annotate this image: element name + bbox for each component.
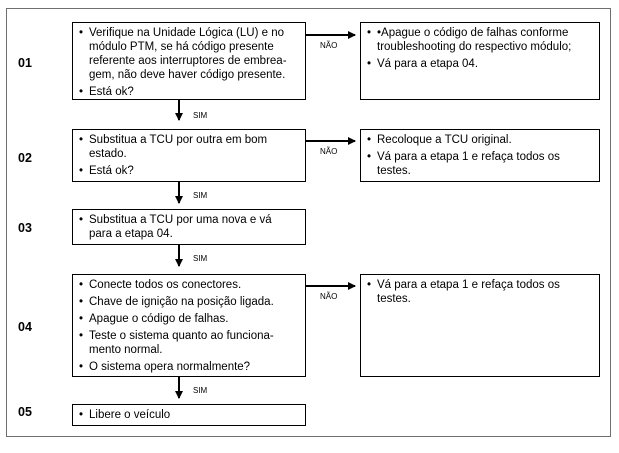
line: Apague o código de falhas. (89, 313, 229, 325)
nao-item: • Vá para a etapa 04. (367, 57, 593, 71)
bullet: • (79, 296, 84, 308)
step-02-box: • Substitua a TCU por outra em bom estado.… (72, 129, 306, 182)
nao-label: NÃO (320, 41, 338, 50)
step-04-item: • Conecte todos os conectores. (79, 278, 299, 292)
step-04-item: • Apague o código de falhas. (79, 312, 299, 326)
step-04-item: • O sistema opera normalmente? (79, 360, 299, 374)
line: módulo PTM, se há código presente (89, 41, 274, 53)
bullet: • (367, 134, 372, 146)
nao-item: • •Apague o código de falhas conforme trou… (367, 26, 593, 54)
step-04-box: • Conecte todos os conectores. • Chave de … (72, 274, 306, 377)
line: mento normal. (89, 344, 163, 356)
step-02-item: • Substitua a TCU por outra em bom estado. (79, 133, 299, 161)
nao-item: • Recoloque a TCU original. (367, 133, 593, 147)
bullet: • (79, 409, 84, 421)
step-number-01: 01 (18, 56, 32, 70)
line: estado. (89, 148, 127, 160)
line: •Apague o código de falhas conforme (377, 27, 569, 39)
step-05-item: • Libere o veículo (79, 408, 299, 422)
bullet: • (79, 134, 84, 146)
step-02-item: • Está ok? (79, 164, 299, 178)
step-01-box: • Verifique na Unidade Lógica (LU) e no mó… (72, 22, 306, 100)
step-number-03: 03 (18, 221, 32, 235)
line: testes. (377, 293, 411, 305)
bullet: • (79, 214, 84, 226)
line: Verifique na Unidade Lógica (LU) e no (89, 27, 284, 39)
nao-item: • Vá para a etapa 1 e refaça todos os test… (367, 150, 593, 178)
diagram-frame (6, 8, 611, 437)
line: Está ok? (89, 165, 134, 177)
step-04-item: • Chave de ignição na posição ligada. (79, 295, 299, 309)
line: Libere o veículo (89, 409, 171, 421)
bullet: • (79, 361, 84, 373)
sim-label: SIM (193, 111, 208, 120)
bullet: • (79, 165, 84, 177)
step-number-04: 04 (18, 320, 32, 334)
line: Substitua a TCU por uma nova e vá (89, 214, 272, 226)
bullet: • (367, 58, 372, 70)
step-04-item: • Teste o sistema quanto ao funciona-ment… (79, 329, 299, 357)
bullet: • (79, 330, 84, 342)
step-04-nao-box: • Vá para a etapa 1 e refaça todos os test… (360, 274, 600, 377)
sim-label: SIM (193, 191, 208, 200)
line: Teste o sistema quanto ao funciona- (89, 330, 274, 342)
line: Vá para a etapa 04. (377, 58, 479, 70)
nao-label: NÃO (320, 292, 338, 301)
line: troubleshooting do respectivo módulo; (377, 41, 572, 53)
line: para a etapa 04. (89, 228, 173, 240)
sim-label: SIM (193, 254, 208, 263)
step-05-box: • Libere o veículo (72, 404, 306, 426)
line: Recoloque a TCU original. (377, 134, 512, 146)
line: Conecte todos os conectores. (89, 279, 242, 291)
nao-label: NÃO (320, 147, 338, 156)
line: Vá para a etapa 1 e refaça todos os (377, 279, 560, 291)
bullet: • (79, 313, 84, 325)
step-number-05: 05 (18, 405, 32, 419)
line: Está ok? (89, 86, 134, 98)
step-number-02: 02 (18, 151, 32, 165)
step-03-item: • Substitua a TCU por uma nova e vá para a… (79, 213, 299, 241)
bullet: • (79, 86, 84, 98)
line: Chave de ignição na posição ligada. (89, 296, 274, 308)
step-03-box: • Substitua a TCU por uma nova e vá para a… (72, 209, 306, 245)
line: O sistema opera normalmente? (89, 361, 251, 373)
sim-label: SIM (193, 386, 208, 395)
bullet: • (367, 27, 372, 39)
step-01-item: • Verifique na Unidade Lógica (LU) e no mó… (79, 26, 299, 82)
bullet: • (79, 27, 84, 39)
nao-item: • Vá para a etapa 1 e refaça todos os test… (367, 278, 593, 306)
line: testes. (377, 165, 411, 177)
step-01-item: • Está ok? (79, 85, 299, 99)
step-01-nao-box: • •Apague o código de falhas conforme trou… (360, 22, 600, 100)
step-02-nao-box: • Recoloque a TCU original. • Vá para a et… (360, 129, 600, 182)
bullet: • (79, 279, 84, 291)
line: Substitua a TCU por outra em bom (89, 134, 268, 146)
bullet: • (367, 151, 372, 163)
line: gem, não deve haver código presente. (89, 69, 286, 81)
bullet: • (367, 279, 372, 291)
line: Vá para a etapa 1 e refaça todos os (377, 151, 560, 163)
line: referente aos interruptores de embrea- (89, 55, 287, 67)
